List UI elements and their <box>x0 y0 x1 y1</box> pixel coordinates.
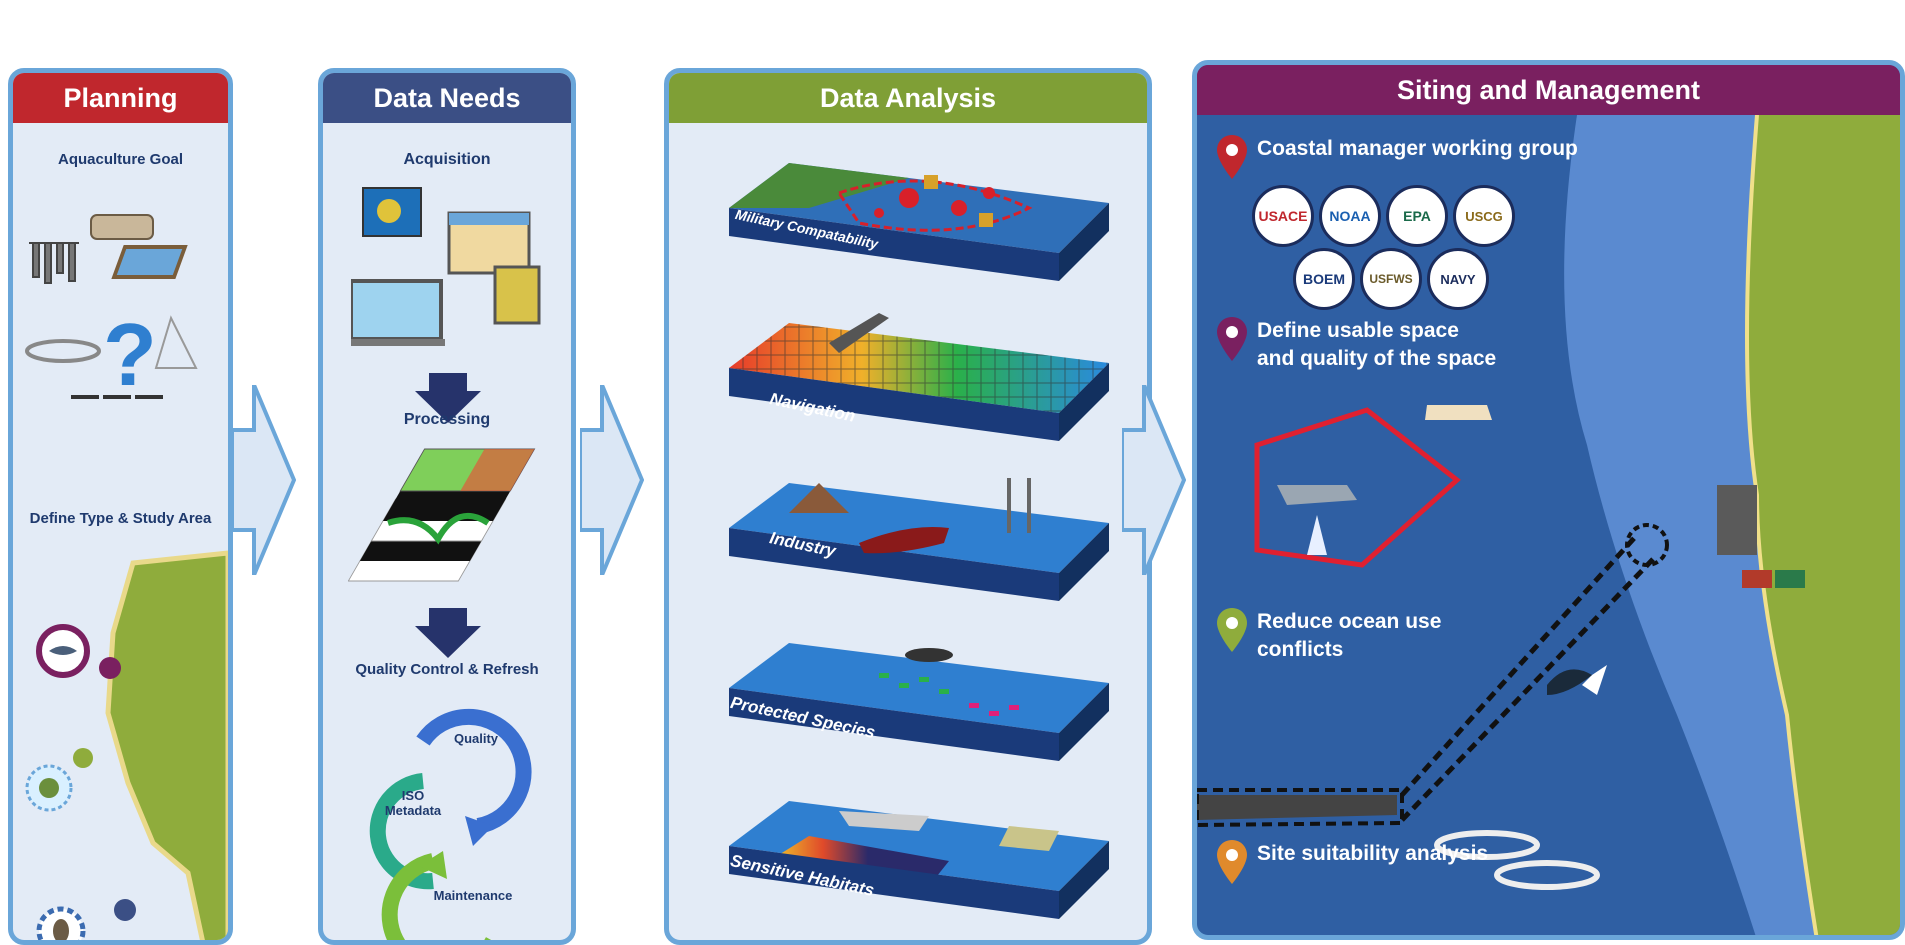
reduce-conflicts-text: Reduce ocean use conflicts <box>1257 610 1442 662</box>
arrow-down-icon <box>415 608 481 658</box>
agency-seal-boem: BOEM <box>1293 248 1355 310</box>
siting-item-reduce-conflicts: Reduce ocean use conflicts <box>1217 608 1441 665</box>
agency-seal-navy: NAVY <box>1427 248 1489 310</box>
qc-cycle-diagram <box>369 708 532 940</box>
agency-seal-epa: EPA <box>1386 185 1448 247</box>
acquisition-screens-illustration <box>351 187 541 346</box>
coastline-illustration <box>1197 115 1900 935</box>
military-compatability-layer <box>729 163 1109 281</box>
define-type-study-area-label: Define Type & Study Area <box>29 510 212 527</box>
arrow-down-icon <box>415 373 481 423</box>
arrow-right-icon <box>232 385 296 575</box>
data-analysis-panel: Data Analysis Military Compatability Nav… <box>664 68 1152 945</box>
location-pin-icon <box>1217 317 1247 361</box>
siting-item-coastal-manager: Coastal manager working group <box>1217 135 1578 179</box>
agency-seal-noaa: NOAA <box>1319 185 1381 247</box>
siting-management-header: Siting and Management <box>1197 65 1900 115</box>
agency-seal-usace: USACE <box>1252 185 1314 247</box>
data-needs-header: Data Needs <box>323 73 571 123</box>
navigation-layer <box>729 313 1109 441</box>
arrow-right-icon <box>1122 385 1186 575</box>
siting-item-usable-space: Define usable space and quality of the s… <box>1217 317 1496 374</box>
processing-layers-illustration <box>348 448 536 582</box>
planning-header: Planning <box>13 73 228 123</box>
sensitive-habitats-layer <box>729 801 1109 919</box>
cycle-iso-metadata-label: ISO Metadata <box>384 788 442 818</box>
aquaculture-gear-illustration <box>25 214 198 399</box>
cycle-maintenance-label: Maintenance <box>433 888 513 903</box>
agency-seal-uscg: USCG <box>1453 185 1515 247</box>
data-needs-panel: Data Needs Acquisition Processing Qualit… <box>318 68 576 945</box>
question-mark-icon: ? <box>103 305 157 404</box>
industry-layer <box>729 478 1109 601</box>
aquaculture-goal-label: Aquaculture Goal <box>57 151 184 168</box>
siting-management-panel: Siting and Management USACE NOAA EPA USC… <box>1192 60 1905 940</box>
location-pin-icon <box>1217 135 1247 179</box>
usable-space-text: Define usable space and quality of the s… <box>1257 319 1497 371</box>
coastline-map <box>25 550 228 940</box>
agency-seal-usfws: USFWS <box>1360 248 1422 310</box>
data-analysis-header: Data Analysis <box>669 73 1147 123</box>
location-pin-icon <box>1217 608 1247 652</box>
protected-species-layer <box>729 643 1109 761</box>
location-pin-icon <box>1217 840 1247 884</box>
coastal-manager-text: Coastal manager working group <box>1257 137 1578 160</box>
arrow-right-icon <box>580 385 644 575</box>
siting-item-site-suitability: Site suitability analysis <box>1217 840 1488 884</box>
planning-panel: Planning Aquaculture Goal ? Define Type … <box>8 68 233 945</box>
quality-control-refresh-label: Quality Control & Refresh <box>355 661 539 678</box>
site-suitability-text: Site suitability analysis <box>1257 842 1489 865</box>
cycle-quality-label: Quality <box>453 731 499 746</box>
acquisition-label: Acquisition <box>403 151 491 168</box>
processing-label: Processing <box>403 411 491 428</box>
